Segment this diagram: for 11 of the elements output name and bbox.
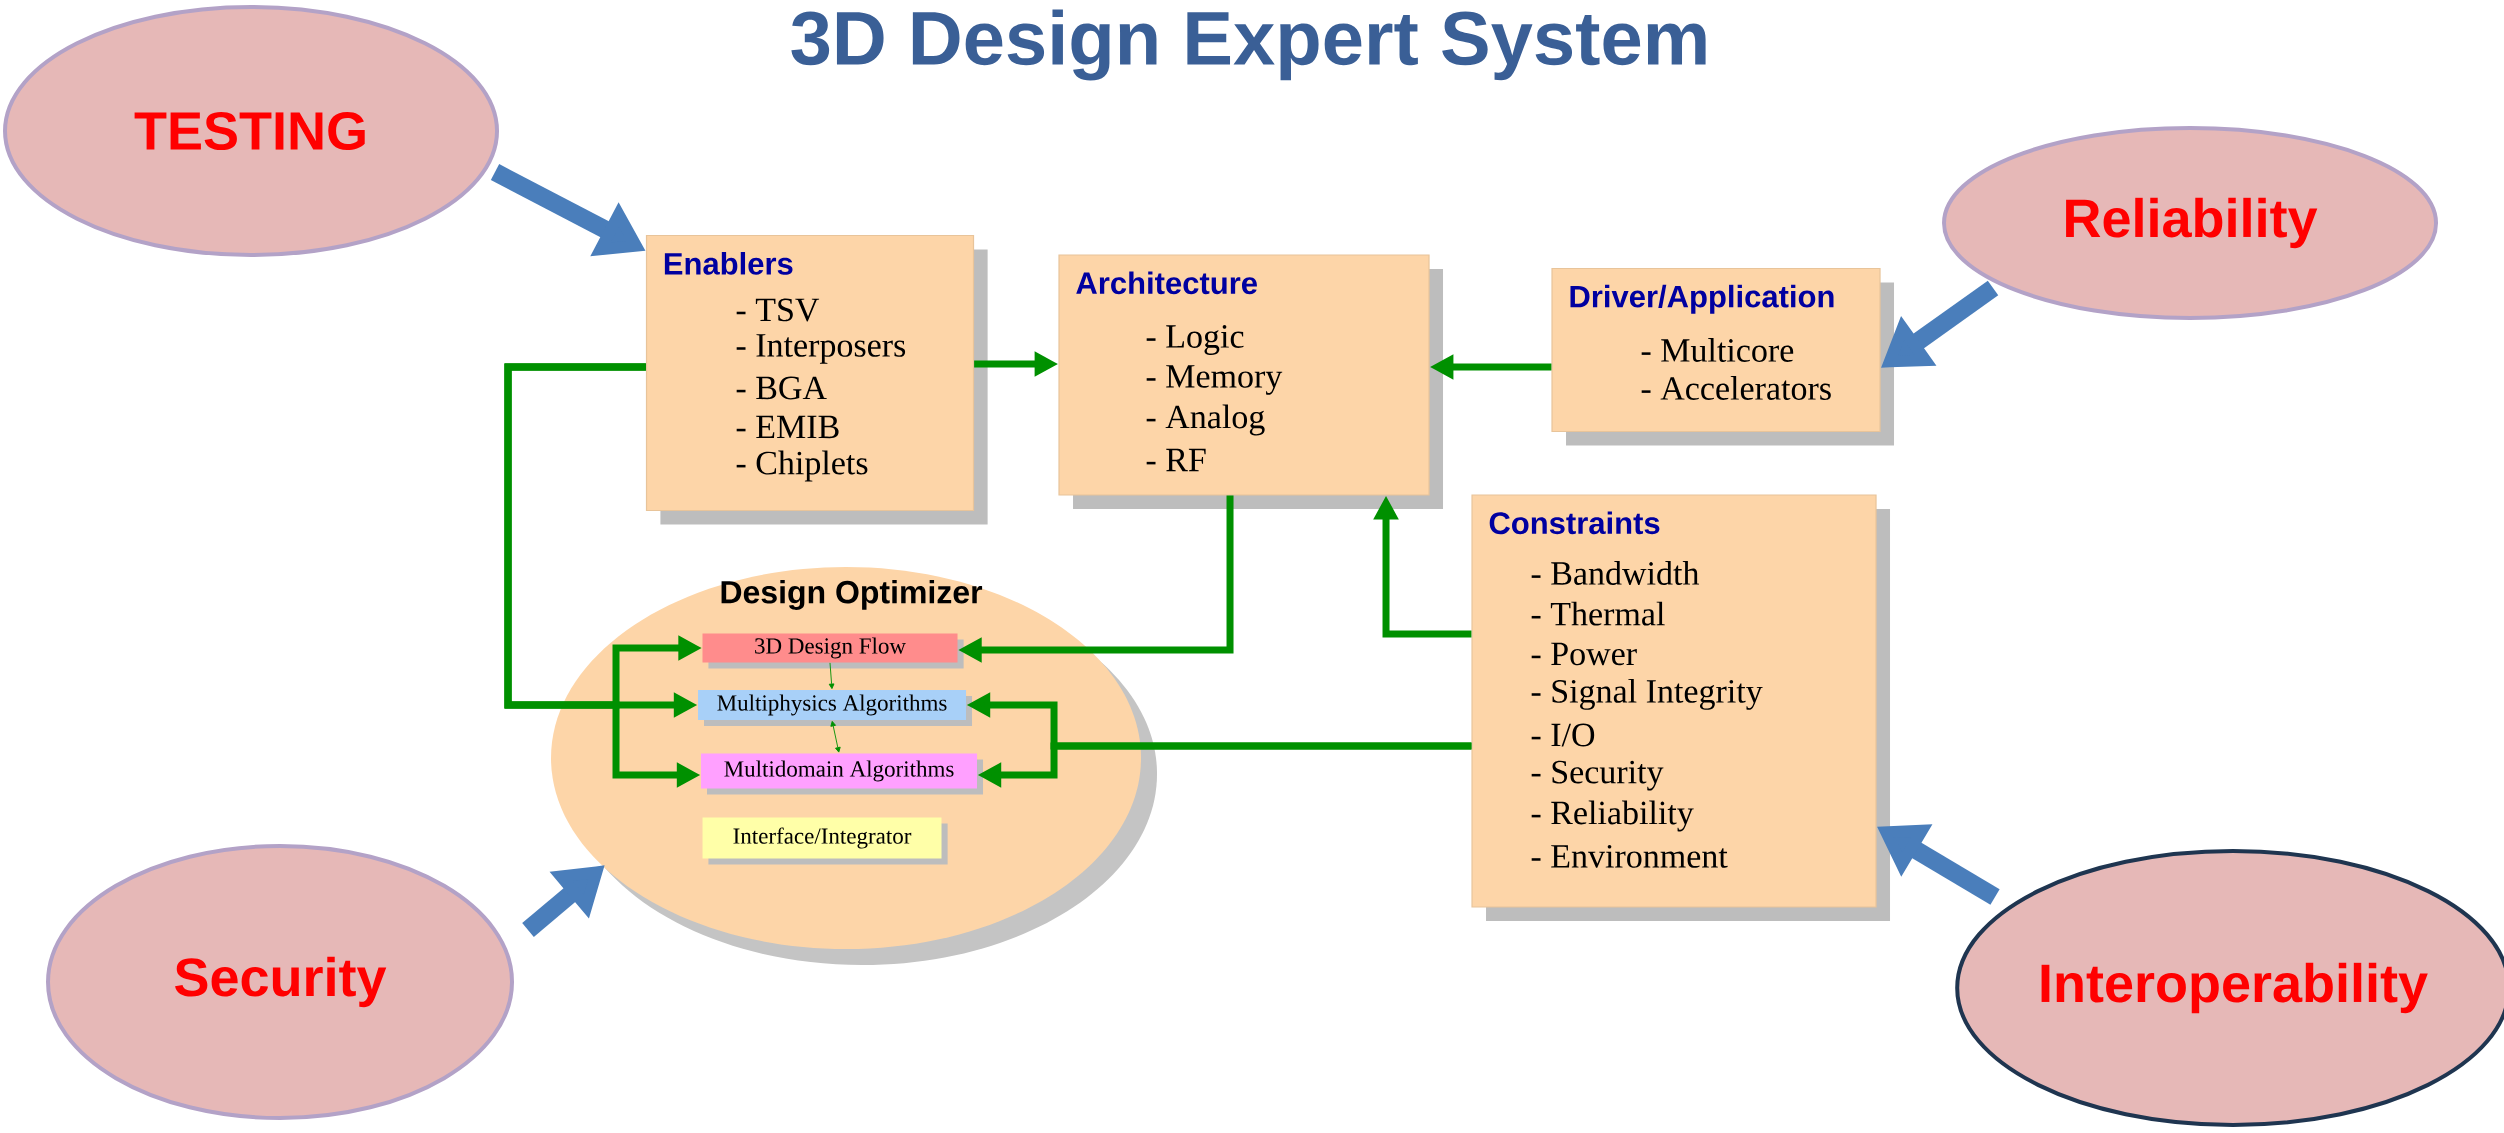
process-box: Multiphysics Algorithms xyxy=(698,690,972,726)
process-box: Multidomain Algorithms xyxy=(701,753,983,795)
text-box: Architecture - Logic - Memory - Analog - RF xyxy=(1058,254,1443,509)
text-box: Constraints - Bandwidth - Thermal - Power - Signal Integrity - I/O - Security - Reliability - Environment xyxy=(1471,494,1890,921)
process-box: 3D Design Flow xyxy=(702,633,964,669)
arrow xyxy=(828,662,835,690)
process-box: Interface/Integrator xyxy=(702,817,948,865)
text-box: Enablers - TSV - Interposers - BGA - EMIB - Chiplets xyxy=(645,234,988,525)
text-box: Driver/Application - Multicore - Accelerators xyxy=(1551,267,1894,446)
arrow xyxy=(830,720,841,753)
title: 3D Design Expert System xyxy=(791,9,1706,81)
